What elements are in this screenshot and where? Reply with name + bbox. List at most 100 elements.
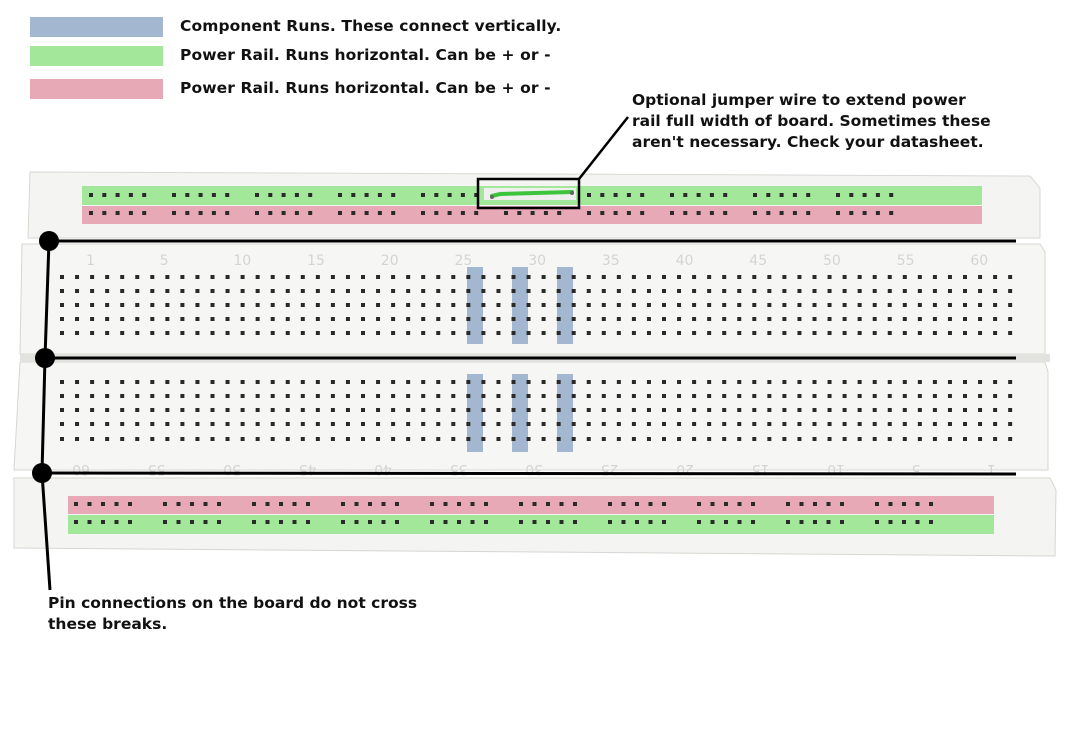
breadboard-hole xyxy=(354,502,359,506)
breadboard-hole xyxy=(662,408,666,412)
breadboard-hole xyxy=(421,275,426,279)
breadboard-hole xyxy=(270,303,275,307)
breadboard-hole xyxy=(105,422,110,426)
breadboard-hole xyxy=(586,437,591,441)
breadboard-hole xyxy=(451,317,456,321)
breadboard-hole xyxy=(887,303,892,307)
breadboard-hole xyxy=(600,211,605,215)
component-run-highlight xyxy=(557,267,573,344)
breadboard-hole xyxy=(827,437,832,441)
breadboard-hole xyxy=(646,408,651,412)
breadboard-hole xyxy=(662,502,666,506)
hole-grid xyxy=(60,193,1013,524)
breadboard-hole xyxy=(285,303,290,307)
breadboard-hole xyxy=(737,422,742,426)
breadboard-hole xyxy=(395,520,399,524)
breadboard-hole xyxy=(827,275,832,279)
breadboard-hole xyxy=(915,502,920,506)
breadboard-hole xyxy=(165,380,170,384)
breadboard-hole xyxy=(601,331,606,335)
breadboard-hole xyxy=(105,380,110,384)
breadboard-hole xyxy=(451,437,456,441)
breadboard-hole xyxy=(255,289,260,293)
breadboard-hole xyxy=(812,380,817,384)
breadboard-hole xyxy=(185,193,190,197)
breadboard-hole xyxy=(225,394,230,398)
breadboard-hole xyxy=(842,317,847,321)
breadboard-hole xyxy=(556,289,561,293)
breadboard-hole xyxy=(180,394,185,398)
breadboard-hole xyxy=(142,193,147,197)
breadboard-hole xyxy=(1008,317,1013,321)
breadboard-hole xyxy=(631,408,636,412)
breadboard-hole xyxy=(406,394,411,398)
breadboard-hole xyxy=(917,331,922,335)
breadboard-hole xyxy=(436,317,441,321)
breadboard-hole xyxy=(519,520,523,524)
breadboard-hole xyxy=(451,380,456,384)
breadboard-hole xyxy=(101,520,105,524)
breadboard-hole xyxy=(947,437,952,441)
breadboard-hole xyxy=(180,380,185,384)
breadboard-hole xyxy=(210,331,215,335)
breadboard-hole xyxy=(842,275,847,279)
breadboard-hole xyxy=(315,303,320,307)
breadboard-hole xyxy=(993,317,998,321)
breadboard-hole xyxy=(932,289,937,293)
breadboard-hole xyxy=(165,303,170,307)
breadboard-hole xyxy=(662,331,666,335)
breadboard-hole xyxy=(481,437,486,441)
breadboard-hole xyxy=(546,502,550,506)
breadboard-hole xyxy=(601,317,606,321)
breadboard-hole xyxy=(150,408,155,412)
column-number-bottom: 60 xyxy=(72,461,90,477)
breadboard-hole xyxy=(1008,437,1013,441)
breadboard-hole xyxy=(782,380,787,384)
breadboard-hole xyxy=(723,211,728,215)
breadboard-hole xyxy=(631,422,636,426)
breadboard-hole xyxy=(963,331,967,335)
breadboard-hole xyxy=(917,303,922,307)
breadboard-hole xyxy=(519,502,523,506)
breadboard-hole xyxy=(436,380,441,384)
breadboard-hole xyxy=(292,520,297,524)
breadboard-hole xyxy=(430,502,434,506)
breadboard-hole xyxy=(978,303,983,307)
breadboard-hole xyxy=(917,317,922,321)
breadboard-hole xyxy=(496,331,501,335)
breadboard-hole xyxy=(466,422,471,426)
breadboard-hole xyxy=(782,331,787,335)
breadboard-hole xyxy=(887,317,892,321)
breadboard-hole xyxy=(601,394,606,398)
jumper-callout-leader xyxy=(578,116,629,180)
breadboard-hole xyxy=(875,211,880,215)
breadboard-hole xyxy=(993,289,998,293)
breadboard-hole xyxy=(268,193,273,197)
breadboard-hole xyxy=(1008,275,1013,279)
breadboard-hole xyxy=(150,317,155,321)
breadboard-hole xyxy=(285,289,290,293)
breadboard-hole xyxy=(836,211,840,215)
breadboard-hole xyxy=(270,394,275,398)
breadboard-hole xyxy=(240,422,245,426)
breadboard-hole xyxy=(217,502,221,506)
breadboard-hole xyxy=(120,303,125,307)
breadboard-hole xyxy=(165,275,170,279)
breadboard-hole xyxy=(782,437,787,441)
breadboard-hole xyxy=(662,317,666,321)
breadboard-hole xyxy=(692,331,697,335)
breadboard-hole xyxy=(677,289,682,293)
breadboard-hole xyxy=(120,422,125,426)
breadboard-hole xyxy=(692,317,697,321)
breadboard-hole xyxy=(766,211,771,215)
breadboard-hole xyxy=(872,408,877,412)
breadboard-hole xyxy=(526,394,531,398)
breadboard-hole xyxy=(707,408,712,412)
breadboard-hole xyxy=(872,289,877,293)
breadboard-hole xyxy=(163,520,167,524)
breadboard-hole xyxy=(511,422,516,426)
breadboard-hole xyxy=(105,317,110,321)
breadboard-hole xyxy=(361,394,365,398)
breadboard-hole xyxy=(511,437,516,441)
breadboard-hole xyxy=(279,520,283,524)
